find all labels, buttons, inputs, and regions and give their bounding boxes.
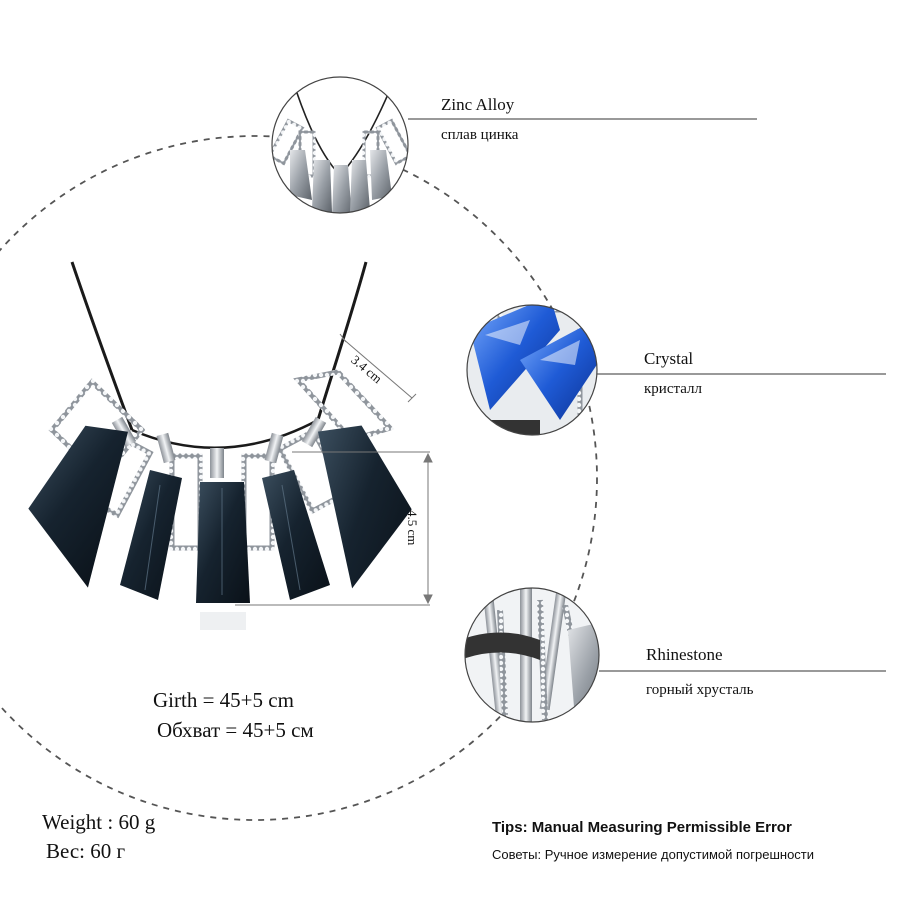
rhinestone-closeup-image bbox=[464, 587, 600, 723]
crystal-closeup-image bbox=[466, 304, 598, 436]
weight-label: Weight : 60 g bbox=[42, 810, 156, 834]
dimension-lines bbox=[235, 333, 433, 606]
zinc-alloy-label: Zinc Alloy bbox=[441, 95, 515, 114]
crystal-label-ru: кристалл bbox=[644, 381, 702, 397]
zinc-alloy-label-ru: сплав цинка bbox=[441, 127, 519, 143]
necklace-image bbox=[28, 261, 412, 630]
black-crystal-pendants bbox=[28, 425, 412, 603]
rhinestone-label-ru: горный хрусталь bbox=[646, 682, 754, 698]
tips-label-ru: Советы: Ручное измерение допустимой погр… bbox=[492, 847, 815, 862]
rhinestone-label: Rhinestone bbox=[646, 645, 723, 664]
weight-label-ru: Вес: 60 г bbox=[46, 839, 126, 863]
tips-label: Tips: Manual Measuring Permissible Error bbox=[492, 819, 792, 836]
zinc-alloy-closeup-image bbox=[271, 76, 409, 214]
dashed-frame-circle bbox=[0, 135, 598, 821]
height-dimension-label: 4.5 cm bbox=[405, 510, 420, 546]
girth-label-ru: Обхват = 45+5 см bbox=[157, 718, 314, 742]
girth-label: Girth = 45+5 cm bbox=[153, 688, 294, 712]
crystal-label: Crystal bbox=[644, 349, 694, 368]
